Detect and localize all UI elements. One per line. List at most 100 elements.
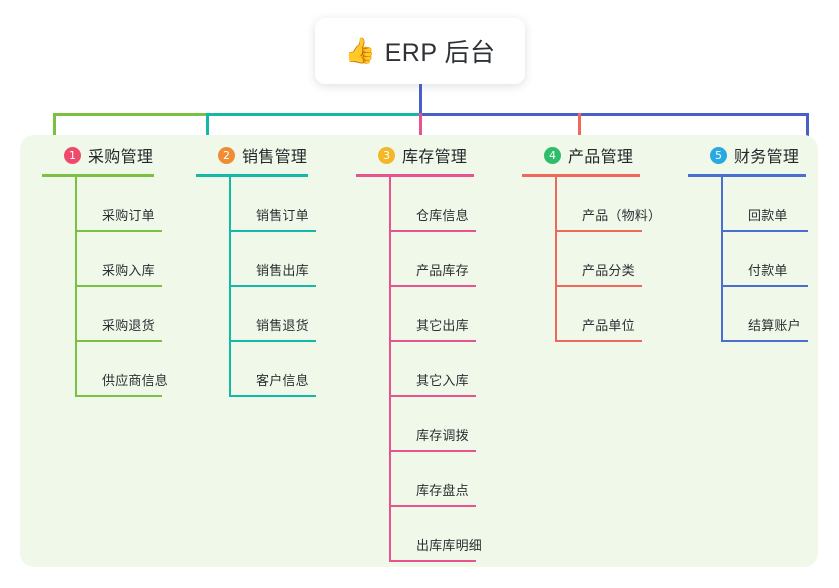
leaf-underline: [389, 505, 476, 507]
leaf-item[interactable]: 采购退货: [75, 287, 162, 342]
leaf-item[interactable]: 采购入库: [75, 232, 162, 287]
leaf-item[interactable]: 库存调拨: [389, 397, 476, 452]
number-badge-icon: 1: [64, 146, 81, 164]
leaf-underline: [229, 340, 316, 342]
leaf-label: 采购入库: [102, 263, 155, 278]
leaf-label: 仓库信息: [416, 208, 469, 223]
leaf-spine: [75, 177, 77, 397]
leaf-item[interactable]: 出库库明细: [389, 507, 482, 562]
column-header-3[interactable]: 3 库存管理: [356, 142, 474, 168]
leaf-underline: [721, 285, 808, 287]
leaf-spine: [389, 177, 391, 562]
column-title: 财务管理: [734, 149, 800, 166]
leaf-underline: [555, 230, 642, 232]
column-title: 产品管理: [568, 149, 634, 166]
column-2: 2 销售管理销售订单销售出库销售退货客户信息: [196, 142, 316, 397]
leaf-underline: [75, 285, 162, 287]
leaf-list: 仓库信息产品库存其它出库其它入库库存调拨库存盘点出库库明细: [389, 177, 482, 562]
thumbs-up-icon: 👍: [344, 36, 376, 65]
leaf-label: 库存盘点: [416, 483, 469, 498]
column-header-5[interactable]: 5 财务管理: [688, 142, 806, 168]
leaf-item[interactable]: 产品（物料）: [555, 177, 661, 232]
leaf-item[interactable]: 销售订单: [229, 177, 316, 232]
bus-segment-teal: [206, 113, 420, 116]
leaf-item[interactable]: 产品库存: [389, 232, 476, 287]
leaf-item[interactable]: 销售退货: [229, 287, 316, 342]
column-underline: [42, 174, 154, 177]
leaf-underline: [229, 285, 316, 287]
leaf-underline: [389, 340, 476, 342]
column-underline: [522, 174, 640, 177]
column-title: 销售管理: [242, 149, 308, 166]
number-badge-icon: 2: [218, 146, 235, 164]
leaf-underline: [389, 450, 476, 452]
leaf-spine: [229, 177, 231, 397]
leaf-item[interactable]: 其它出库: [389, 287, 476, 342]
root-title: ERP 后台: [384, 39, 496, 67]
bus-segment-blue: [420, 113, 809, 116]
leaf-item[interactable]: 仓库信息: [389, 177, 476, 232]
root-connector-stem: [419, 84, 422, 114]
leaf-item[interactable]: 结算账户: [721, 287, 808, 342]
leaf-label: 采购退货: [102, 318, 155, 333]
leaf-label: 供应商信息: [102, 373, 169, 388]
leaf-underline: [555, 340, 642, 342]
leaf-underline: [389, 230, 476, 232]
leaf-underline: [229, 230, 316, 232]
leaf-label: 产品单位: [582, 318, 635, 333]
column-underline: [356, 174, 474, 177]
root-node[interactable]: 👍 ERP 后台: [315, 18, 525, 84]
leaf-list: 产品（物料）产品分类产品单位: [555, 177, 661, 342]
leaf-list: 回款单付款单结算账户: [721, 177, 808, 342]
leaf-underline: [389, 285, 476, 287]
leaf-label: 库存调拨: [416, 428, 469, 443]
leaf-item[interactable]: 产品单位: [555, 287, 642, 342]
column-underline: [196, 174, 308, 177]
leaf-label: 销售出库: [256, 263, 309, 278]
leaf-label: 销售退货: [256, 318, 309, 333]
leaf-underline: [75, 395, 162, 397]
column-header-4[interactable]: 4 产品管理: [522, 142, 640, 168]
leaf-label: 其它出库: [416, 318, 469, 333]
leaf-item[interactable]: 付款单: [721, 232, 808, 287]
leaf-list: 采购订单采购入库采购退货供应商信息: [75, 177, 168, 397]
leaf-underline: [75, 340, 162, 342]
leaf-item[interactable]: 销售出库: [229, 232, 316, 287]
content-panel: [20, 135, 818, 567]
column-title: 库存管理: [402, 149, 468, 166]
leaf-item[interactable]: 客户信息: [229, 342, 316, 397]
leaf-item[interactable]: 供应商信息: [75, 342, 168, 397]
column-header-1[interactable]: 1 采购管理: [42, 142, 154, 168]
leaf-list: 销售订单销售出库销售退货客户信息: [229, 177, 316, 397]
column-3: 3 库存管理仓库信息产品库存其它出库其它入库库存调拨库存盘点出库库明细: [356, 142, 482, 562]
number-badge-icon: 3: [378, 146, 395, 164]
leaf-item[interactable]: 其它入库: [389, 342, 476, 397]
leaf-spine: [555, 177, 557, 342]
leaf-label: 销售订单: [256, 208, 309, 223]
leaf-label: 结算账户: [748, 318, 801, 333]
column-title: 采购管理: [88, 149, 154, 166]
leaf-spine: [721, 177, 723, 342]
leaf-underline: [389, 560, 476, 562]
leaf-label: 回款单: [748, 208, 788, 223]
leaf-item[interactable]: 产品分类: [555, 232, 642, 287]
leaf-label: 采购订单: [102, 208, 155, 223]
column-1: 1 采购管理采购订单采购入库采购退货供应商信息: [42, 142, 168, 397]
leaf-label: 付款单: [748, 263, 788, 278]
leaf-underline: [75, 230, 162, 232]
column-header-2[interactable]: 2 销售管理: [196, 142, 308, 168]
leaf-item[interactable]: 库存盘点: [389, 452, 476, 507]
bus-segment-green: [53, 113, 206, 116]
leaf-label: 其它入库: [416, 373, 469, 388]
column-underline: [688, 174, 806, 177]
leaf-underline: [389, 395, 476, 397]
leaf-item[interactable]: 采购订单: [75, 177, 162, 232]
leaf-underline: [721, 340, 808, 342]
leaf-label: 出库库明细: [416, 538, 483, 553]
number-badge-icon: 4: [544, 146, 561, 164]
leaf-underline: [721, 230, 808, 232]
leaf-item[interactable]: 回款单: [721, 177, 808, 232]
number-badge-icon: 5: [710, 146, 727, 164]
leaf-label: 客户信息: [256, 373, 309, 388]
column-4: 4 产品管理产品（物料）产品分类产品单位: [522, 142, 661, 342]
